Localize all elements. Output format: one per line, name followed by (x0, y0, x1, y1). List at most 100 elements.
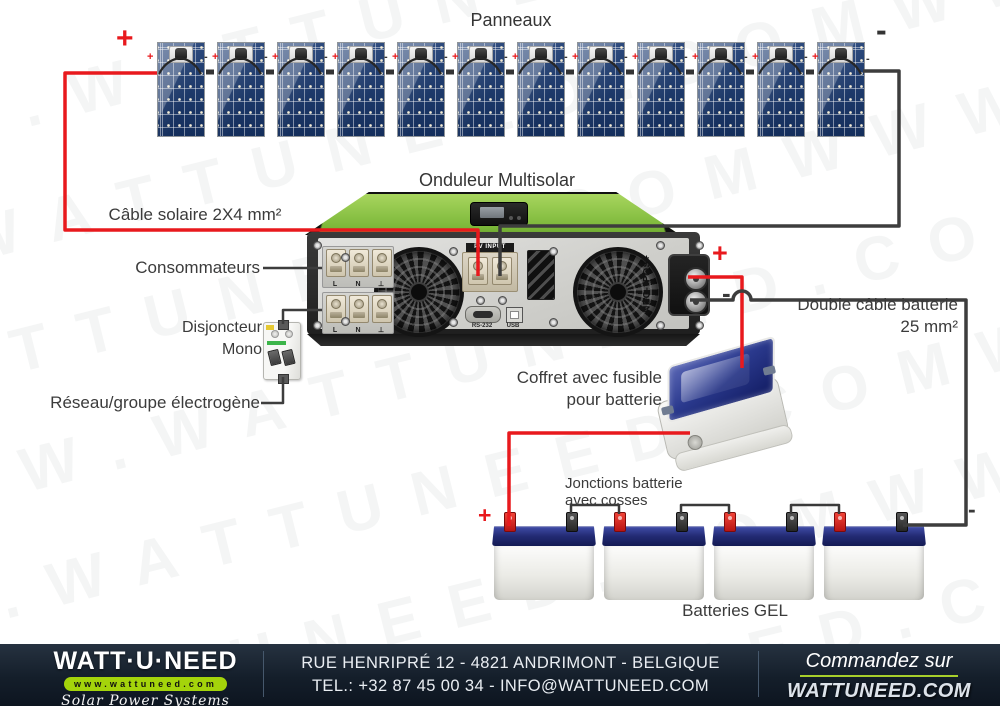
label-disjoncteur-line2: Mono (221, 341, 262, 358)
screw (449, 247, 458, 256)
battery-negative-lug (676, 512, 688, 532)
breaker-green-strip (267, 341, 286, 345)
brand-logo: WATT·U·NEED www.wattuneed.com Solar Powe… (38, 649, 253, 706)
solar-panel (457, 42, 505, 137)
gap-minus-sign: - (624, 51, 628, 63)
ac-terminal-label: ⊥ (377, 281, 385, 288)
inverter-base (307, 334, 700, 346)
battery-positive-lug (504, 512, 516, 532)
solar-panel (157, 42, 205, 137)
gap-minus-sign: - (564, 51, 568, 63)
gap-plus-sign: + (572, 51, 579, 63)
gap-plus-sign: + (212, 51, 219, 63)
label-double-cable: Double câble batterie 25 mm² (758, 294, 958, 338)
panel-junction-blob (175, 48, 187, 60)
footer-address-line1: RUE HENRIPRÉ 12 - 4821 ANDRIMONT - BELGI… (301, 654, 720, 672)
neg-pos-label: NEG- POS+ (642, 255, 655, 313)
gap-minus-sign: - (264, 51, 268, 63)
inverter-title: Onduleur Multisolar (418, 170, 576, 190)
panel-junction-blob (655, 48, 667, 60)
inverter-screen (480, 207, 504, 218)
breaker-window (285, 330, 293, 338)
solar-panel (757, 42, 805, 137)
panel-junction-box (649, 46, 673, 63)
panel-junction-box (349, 46, 373, 63)
solar-panel (577, 42, 625, 137)
battery-bank-minus-sign: - (968, 496, 976, 522)
gap-minus-sign: - (744, 51, 748, 63)
inverter-display (470, 202, 528, 226)
ac-terminal-label: N (355, 281, 361, 288)
panel-junction-box (229, 46, 253, 63)
label-coffret: Coffret avec fusible pour batterie (482, 367, 662, 411)
label-consommateurs: Consommateurs (135, 258, 260, 277)
pv-input-terminals (462, 252, 518, 292)
screw (695, 241, 704, 250)
pv-input-label: PV INPUT (466, 243, 514, 252)
solar-panel (397, 42, 445, 137)
panel-junction-blob (775, 48, 787, 60)
label-double-cable-line1: Double câble batterie (797, 295, 958, 314)
panel-junction-box (769, 46, 793, 63)
inverter-button (517, 216, 521, 220)
gap-minus-sign: - (804, 51, 808, 63)
rs232-port (465, 306, 501, 323)
solar-panel (697, 42, 745, 137)
solar-panel (637, 42, 685, 137)
ac-terminal (372, 295, 392, 323)
gap-plus-sign: + (512, 51, 519, 63)
panel-junction-blob (415, 48, 427, 60)
footer-order-block: Commandez sur WATTUNEED.COM (768, 650, 990, 703)
gap-plus-sign: + (632, 51, 639, 63)
inverter-battery-plus-sign: + (712, 238, 728, 268)
gap-minus-sign: - (444, 51, 448, 63)
label-jonctions-line1: Jonctions batterie (565, 475, 683, 492)
solar-panel (337, 42, 385, 137)
screw (549, 247, 558, 256)
pos-label: POS+ (641, 254, 653, 283)
string-end-minus: - (866, 53, 870, 65)
order-label: Commandez sur (799, 650, 959, 677)
label-jonctions: Jonctions batterie avec cosses (565, 475, 725, 509)
usb-label: USB (506, 323, 520, 329)
label-coffret-line1: Coffret avec fusible (516, 368, 662, 387)
battery-positive-lug (724, 512, 736, 532)
breaker-top-terminal (278, 320, 289, 330)
panel-junction-blob (475, 48, 487, 60)
gel-battery (602, 512, 706, 600)
inverter-button (509, 216, 513, 220)
label-disjoncteur-line1: Disjoncteur (181, 319, 262, 336)
footer-divider (758, 651, 759, 697)
solar-panel (217, 42, 265, 137)
string-plus-sign: + (116, 22, 134, 55)
gap-minus-sign: - (684, 51, 688, 63)
gel-battery (492, 512, 596, 600)
rs232-label: RS-232 (471, 323, 493, 329)
gap-plus-sign: + (272, 51, 279, 63)
breaker-handle (281, 348, 296, 367)
neg-label: NEG- (641, 286, 653, 313)
solar-panel (517, 42, 565, 137)
string-minus-sign: - (876, 12, 887, 48)
battery-body (714, 546, 814, 600)
circuit-breaker (263, 320, 301, 384)
panel-junction-blob (835, 48, 847, 60)
panel-junction-box (469, 46, 493, 63)
ac-terminal (349, 295, 369, 323)
screw (341, 253, 350, 262)
battery-fuse-box (641, 334, 803, 478)
screw (313, 241, 322, 250)
usb-port (506, 307, 523, 323)
panel-junction-blob (715, 48, 727, 60)
pv-terminal-positive (468, 257, 488, 285)
footer-bar: WATT·U·NEED www.wattuneed.com Solar Powe… (0, 644, 1000, 706)
string-start-plus: + (147, 51, 154, 63)
gap-plus-sign: + (752, 51, 759, 63)
screw (449, 318, 458, 327)
gel-battery (712, 512, 816, 600)
ac-terminal-label: L (332, 327, 338, 334)
footer-address: RUE HENRIPRÉ 12 - 4821 ANDRIMONT - BELGI… (273, 652, 748, 698)
ac-terminal (372, 249, 392, 277)
battery-positive-lug (834, 512, 846, 532)
